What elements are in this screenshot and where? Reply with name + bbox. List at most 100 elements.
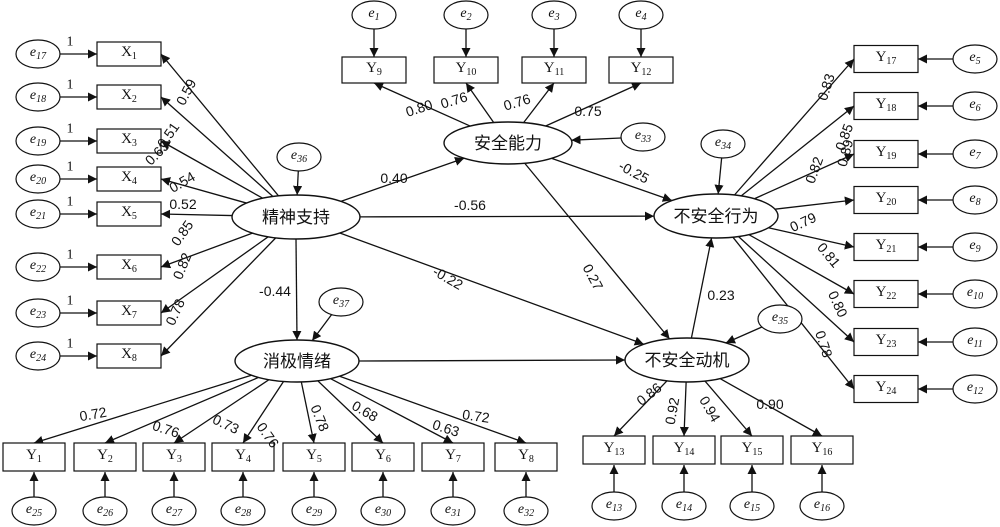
indicator-y10-label: Y10 [456,60,477,78]
error-e13 [591,491,637,521]
loading-arrow-x8 [160,237,277,357]
error-e33-label: e33 [635,128,651,145]
error-e36 [276,142,322,172]
error-e34 [700,129,746,159]
error-e7-label: e7 [969,145,981,162]
error-e28-label: e28 [235,502,251,519]
loading-y21: 0.79 [787,209,819,235]
indicator-y12 [608,56,674,84]
error-e12-label: e12 [967,380,983,397]
path-coef-aqnl_badj: 0.27 [580,261,607,293]
loading-y14: 0.92 [662,396,683,426]
error-e14-label: e14 [676,497,692,514]
indicator-x5-label: X5 [121,204,137,222]
loading-arrow-y7 [330,378,454,444]
latent-xjqx-label: 消极情绪 [263,352,331,372]
loading-arrow-y10 [465,82,495,123]
error-e31 [430,496,476,526]
indicator-y15-label: Y15 [742,440,763,458]
loading-arrow-y18 [740,105,855,197]
indicator-y19-label: Y19 [876,144,897,162]
loading-arrow-x7 [160,236,269,314]
indicator-y11 [521,56,587,84]
loading-y24: 0.78 [812,329,836,360]
fixed-loading-label: 1 [67,122,74,137]
indicator-x7 [96,300,162,326]
latent-aqnl-label: 安全能力 [474,134,542,154]
loading-arrow-y8 [339,375,527,445]
path-coef-jsz_xjqx: -0.44 [259,283,291,299]
path-badj-bax [690,237,715,339]
loading-y6: 0.68 [349,397,381,425]
fixed-loading-label: 1 [67,248,74,263]
error-e30 [360,496,406,526]
error-e35 [757,304,803,334]
error-e29-label: e29 [306,502,322,519]
latent-jsz [231,194,361,240]
indicator-y2 [73,442,137,472]
indicator-x2-label: X2 [121,87,137,105]
indicator-y10 [433,56,499,84]
error-e1 [351,0,397,30]
indicator-y22 [853,279,919,309]
indicator-y14-label: Y14 [674,440,695,458]
error-e12 [952,374,998,404]
error-e19-label: e19 [30,132,46,149]
path-jsz-badj [339,232,645,346]
indicator-y4-label: Y4 [235,447,251,465]
loading-arrow-y12 [545,82,642,127]
error-e25 [11,496,57,526]
error-e18-label: e18 [30,88,46,105]
loading-arrow-y15 [704,380,753,437]
error-e19 [15,126,61,156]
loading-arrow-y11 [523,82,555,124]
indicator-x6-label: X6 [121,257,137,275]
path-jsz-xjqx [292,238,302,341]
error-e33 [620,122,666,152]
indicator-y23 [853,327,919,357]
indicator-y1 [2,442,66,472]
indicator-y15 [720,435,784,465]
error-e16 [799,491,845,521]
error-e17-label: e17 [30,45,47,62]
error-e2-label: e2 [460,6,471,23]
error-e11 [952,327,998,357]
error-e31-label: e31 [445,502,461,519]
indicator-y1-label: Y1 [26,447,42,465]
error-e8-label: e8 [969,191,980,208]
indicator-y5-label: Y5 [306,447,322,465]
indicator-x4 [96,166,162,192]
indicator-x2 [96,84,162,110]
indicator-y24 [853,374,919,404]
error-e20 [15,164,61,194]
error-e36-label: e36 [291,148,307,165]
indicator-y17-label: Y17 [876,49,897,67]
error-e25-label: e25 [26,502,42,519]
fixed-loading-label: 1 [67,35,74,50]
error-e13-label: e13 [606,497,622,514]
indicator-x5 [96,201,162,227]
loading-x1: 0.59 [173,76,200,108]
error-e14 [661,491,707,521]
error-e35-label: e35 [772,310,788,327]
path-coef-badj_bax: 0.23 [707,287,734,303]
loading-arrow-y4 [242,381,285,444]
loading-arrow-y13 [613,380,668,437]
loading-arrow-y5 [300,381,317,444]
error-e26-label: e26 [97,502,113,519]
loading-arrow-y1 [33,374,252,445]
indicator-y8 [494,442,558,472]
loading-arrow-y21 [768,227,855,250]
path-jsz-bax [359,211,655,221]
latent-badj [624,337,750,383]
loading-y13: 0.86 [633,379,664,409]
path-coef-jsz_badj: -0.22 [430,263,466,293]
error-e24 [15,341,61,371]
indicator-y23-label: Y23 [876,332,897,350]
loading-arrow-y3 [173,379,270,444]
error-e29 [291,496,337,526]
error-e32 [503,496,549,526]
indicator-y2-label: Y2 [97,447,113,465]
path-jsz-aqnl [340,157,465,202]
